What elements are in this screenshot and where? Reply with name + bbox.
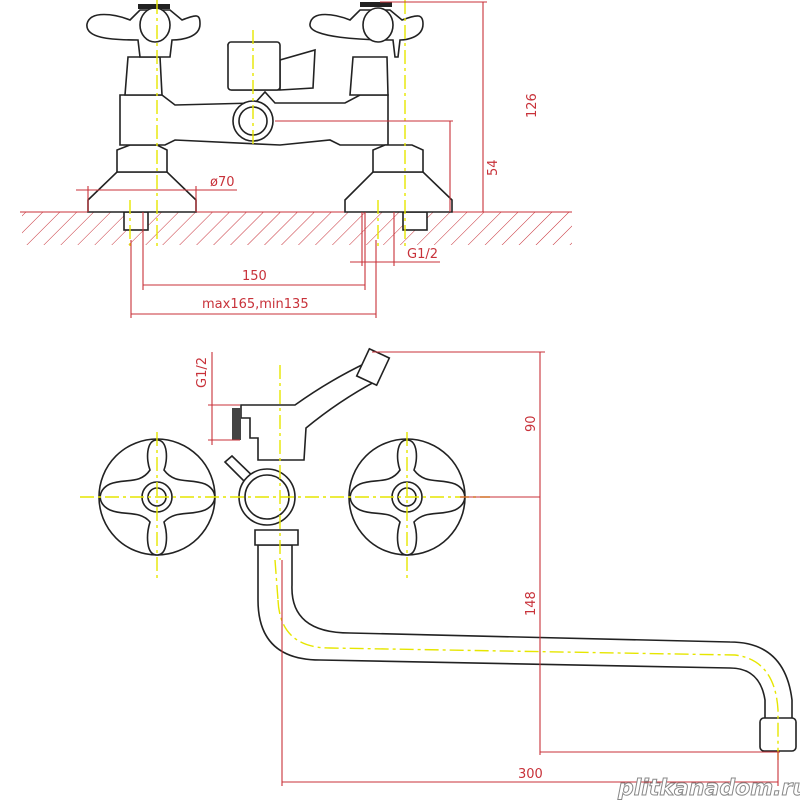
dim-300-label: 300 <box>518 767 543 782</box>
dimension-range: max165,min135 <box>130 240 377 318</box>
front-view: 126 54 ø70 G1/2 150 max165,min135 <box>20 0 572 318</box>
dim-150-label: 150 <box>242 269 267 284</box>
dimension-300: 300 <box>281 560 779 786</box>
dim-g12-front-label: G1/2 <box>407 247 438 262</box>
dim-g12-side-label: G1/2 <box>195 357 210 388</box>
dimension-54: 54 <box>275 120 501 212</box>
dim-range-label: max165,min135 <box>202 297 309 312</box>
dimension-90: 90 <box>372 351 545 755</box>
dim-54-label: 54 <box>486 159 501 176</box>
wall-hatch <box>22 212 572 245</box>
diverter <box>227 41 316 142</box>
left-valve <box>86 4 389 231</box>
dimension-g12-side: G1/2 <box>195 352 240 445</box>
dimension-diameter-70: ø70 <box>76 175 237 212</box>
spout <box>257 544 793 729</box>
dim-126-label: 126 <box>525 93 540 118</box>
right-valve <box>309 2 453 231</box>
dimension-150: 150 <box>142 212 366 290</box>
dimension-126: 126 <box>380 1 540 212</box>
dim-90-label: 90 <box>524 415 539 432</box>
dim-diameter-label: ø70 <box>210 175 235 190</box>
dim-148-label: 148 <box>524 591 539 616</box>
dimension-148: 148 <box>524 591 780 753</box>
side-view: G1/2 90 148 300 <box>80 347 797 786</box>
watermark: plitkanadom.ru <box>617 776 800 800</box>
